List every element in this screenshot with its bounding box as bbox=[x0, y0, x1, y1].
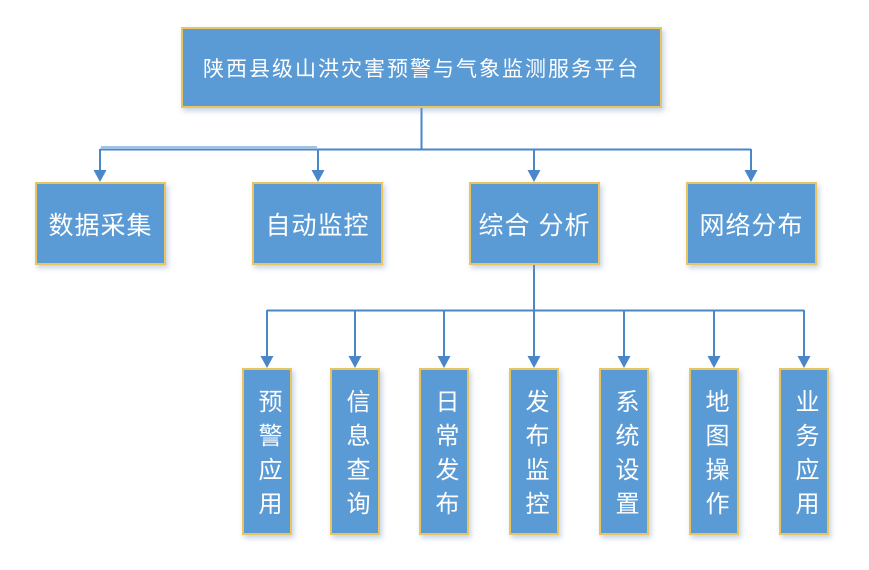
node-business-application: 业务应用 bbox=[779, 368, 829, 535]
level3-connectors bbox=[266, 265, 805, 357]
node-system-settings: 系统设置 bbox=[599, 368, 649, 535]
node-daily-release: 日常发布 bbox=[419, 368, 469, 535]
node-release-monitoring: 发布监控 bbox=[509, 368, 559, 535]
node-system-settings-label: 系统设置 bbox=[611, 388, 638, 525]
node-release-monitoring-label: 发布监控 bbox=[521, 388, 548, 525]
level3-arrowheads bbox=[260, 356, 811, 368]
node-network-distribution: 网络分布 bbox=[686, 182, 817, 265]
node-platform-root: 陕西县级山洪灾害预警与气象监测服务平台 bbox=[181, 27, 662, 108]
node-map-operation-label: 地图操作 bbox=[701, 388, 728, 525]
node-map-operation: 地图操作 bbox=[689, 368, 739, 535]
node-auto-monitoring: 自动监控 bbox=[252, 182, 383, 265]
node-warning-application-label: 预警应用 bbox=[254, 388, 281, 525]
node-daily-release-label: 日常发布 bbox=[431, 388, 458, 525]
level2-arrowheads bbox=[93, 170, 758, 182]
node-data-acquisition: 数据采集 bbox=[35, 182, 166, 265]
node-business-application-label: 业务应用 bbox=[791, 388, 818, 525]
node-information-query-label: 信息查询 bbox=[342, 388, 369, 525]
level2-connectors bbox=[99, 107, 752, 171]
node-information-query: 信息查询 bbox=[330, 368, 380, 535]
node-comprehensive-analysis: 综合 分析 bbox=[469, 182, 600, 265]
node-warning-application: 预警应用 bbox=[242, 368, 292, 535]
